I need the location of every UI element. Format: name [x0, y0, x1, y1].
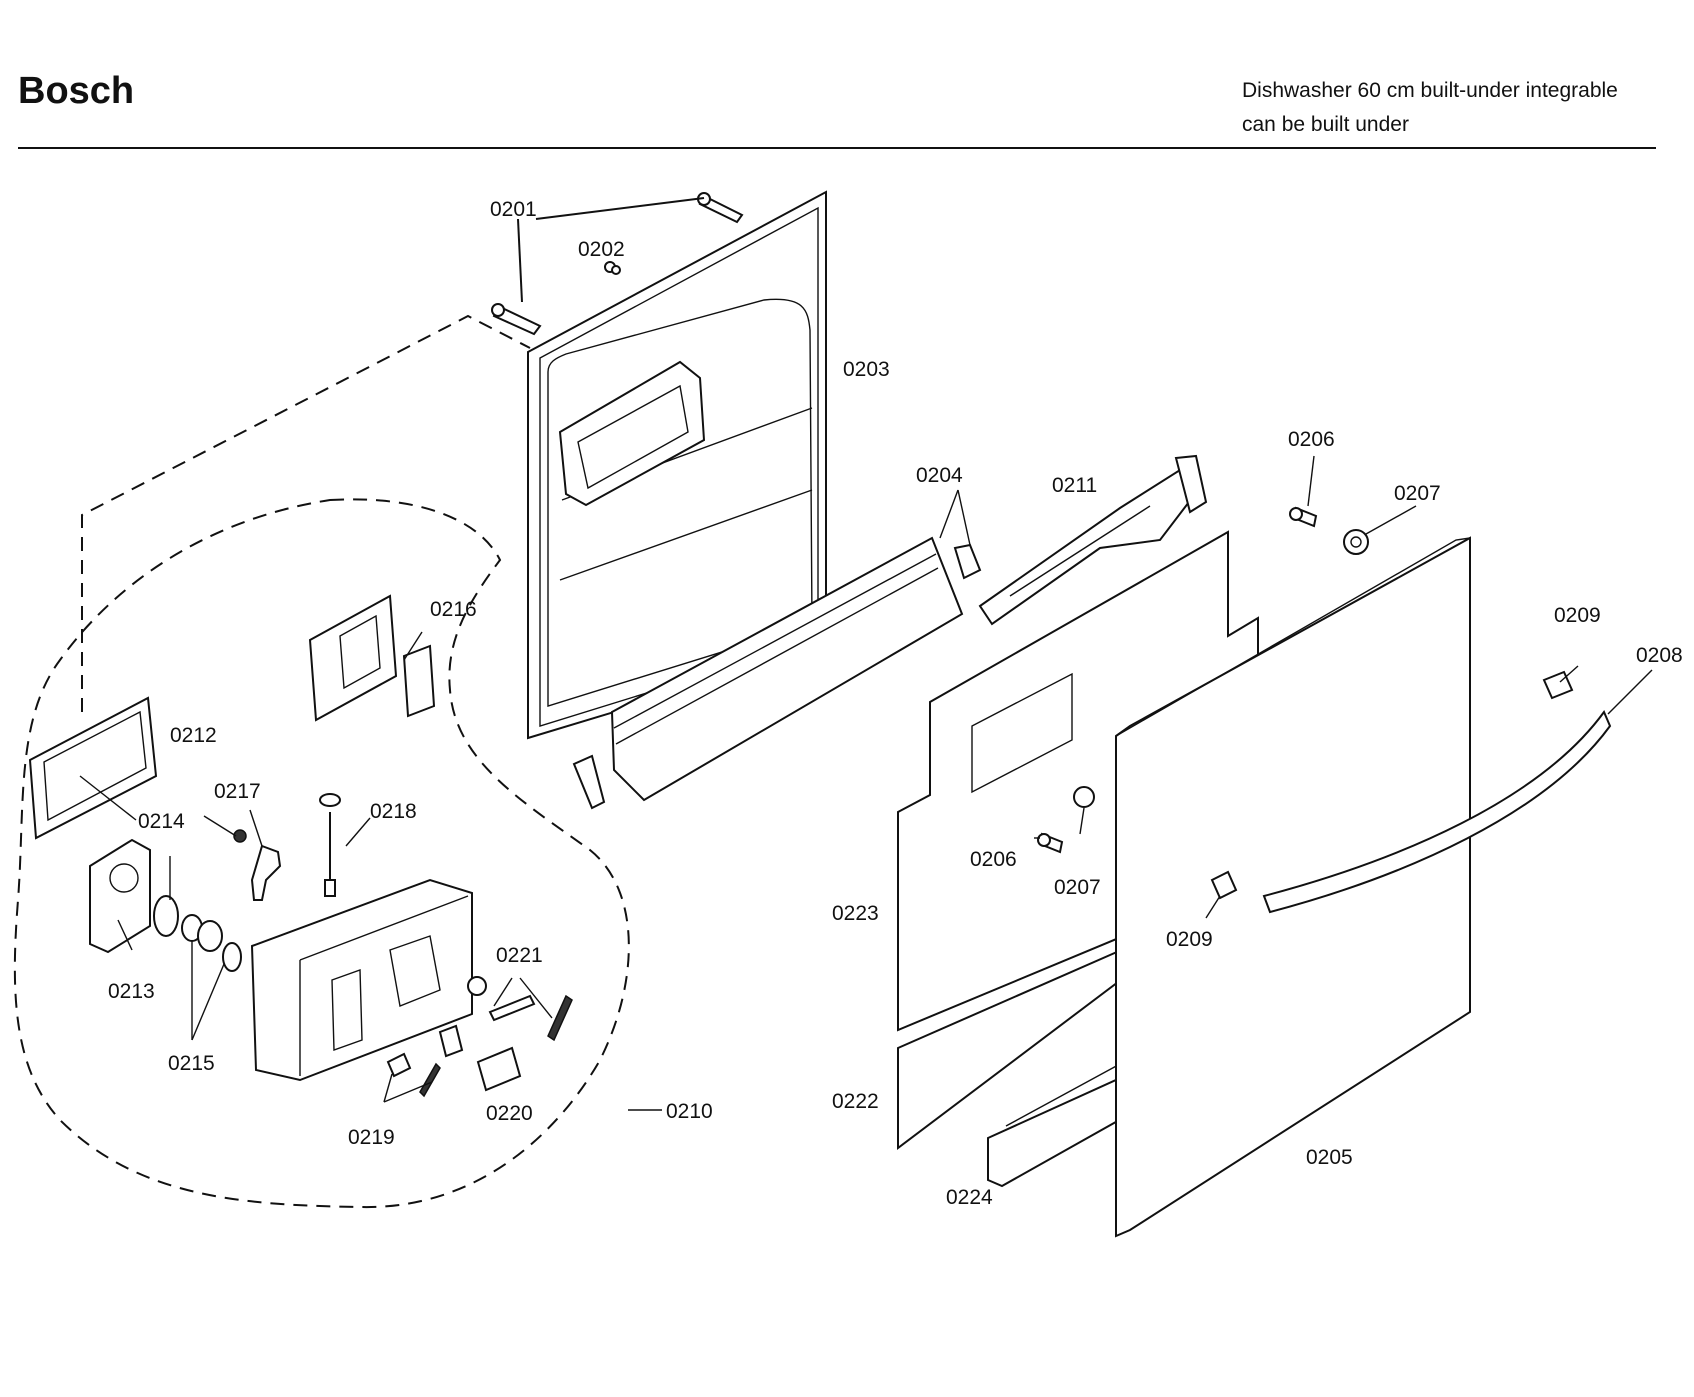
- callout-0217: 0217: [214, 780, 261, 803]
- callout-0209-upper: 0209: [1554, 604, 1601, 627]
- callout-0222: 0222: [832, 1090, 879, 1113]
- part-0203-inner-door: [527, 190, 827, 740]
- callout-leaders: [117, 455, 1653, 1111]
- description-line-2: can be built under: [1242, 113, 1409, 136]
- part-0209-cap-left: [1210, 870, 1238, 900]
- callout-0201: 0201: [490, 198, 537, 221]
- callout-0211: 0211: [1052, 474, 1097, 497]
- part-0206-screw-lower: [1037, 832, 1064, 854]
- part-0204-bottom-strip: [572, 536, 982, 810]
- part-0221-spring: [467, 976, 573, 1042]
- callout-0215: 0215: [168, 1052, 215, 1075]
- callout-0207-lower: 0207: [1054, 876, 1101, 899]
- part-0214-seal: [153, 895, 179, 937]
- description-line-1: Dishwasher 60 cm built-under integrable: [1242, 79, 1618, 102]
- callout-0214: 0214: [138, 810, 185, 833]
- callout-0223: 0223: [832, 902, 879, 925]
- callout-0208: 0208: [1636, 644, 1683, 667]
- callout-0220: 0220: [486, 1102, 533, 1125]
- part-0219-contacts: [386, 1024, 464, 1098]
- callout-0204: 0204: [916, 464, 963, 487]
- callout-0219: 0219: [348, 1126, 395, 1149]
- callout-0206-upper: 0206: [1288, 428, 1335, 451]
- callout-0203: 0203: [843, 358, 890, 381]
- callout-0216: 0216: [430, 598, 477, 621]
- model-description: Dishwasher 60 cm built-under integrable …: [1242, 74, 1618, 142]
- callout-0218: 0218: [370, 800, 417, 823]
- part-0206-screw-upper: [1289, 506, 1318, 528]
- part-0201-screws: [491, 192, 744, 336]
- callout-0210: 0210: [666, 1100, 713, 1123]
- header-divider: [18, 147, 1656, 149]
- callout-0221: 0221: [496, 944, 543, 967]
- part-0207-nut-upper: [1343, 529, 1369, 555]
- part-0207-nut-lower: [1073, 786, 1095, 808]
- part-0212-frame: [28, 696, 158, 840]
- part-0217-lever: [233, 829, 282, 901]
- callout-0206-lower: 0206: [970, 848, 1017, 871]
- callout-labels: 0201 0202 0203 0204 0211 0206 0207 0209 …: [108, 198, 1683, 1209]
- part-0211-hinge-bracket: [978, 454, 1208, 626]
- part-0215-bushing: [181, 914, 242, 972]
- callout-0202: 0202: [578, 238, 625, 261]
- part-0224-trim: [987, 1063, 1131, 1188]
- part-0213-housing: [89, 838, 151, 954]
- callout-0209-lower: 0209: [1166, 928, 1213, 951]
- part-0209-cap-right: [1542, 670, 1574, 700]
- brand-title: Bosch: [18, 70, 135, 112]
- part-0218-pin: [319, 793, 341, 897]
- part-0210-control-module: [250, 878, 473, 1082]
- callout-0224: 0224: [946, 1186, 993, 1209]
- part-0216-filter: [308, 594, 436, 722]
- callout-0213: 0213: [108, 980, 155, 1003]
- part-0202-screw: [604, 261, 621, 275]
- callout-0207-upper: 0207: [1394, 482, 1441, 505]
- dashed-group-outlines: [13, 314, 630, 1209]
- callout-0212: 0212: [170, 724, 217, 747]
- callout-0205: 0205: [1306, 1146, 1353, 1169]
- part-0220-switch: [476, 1046, 522, 1092]
- part-0208-handle-bar: [1262, 709, 1612, 914]
